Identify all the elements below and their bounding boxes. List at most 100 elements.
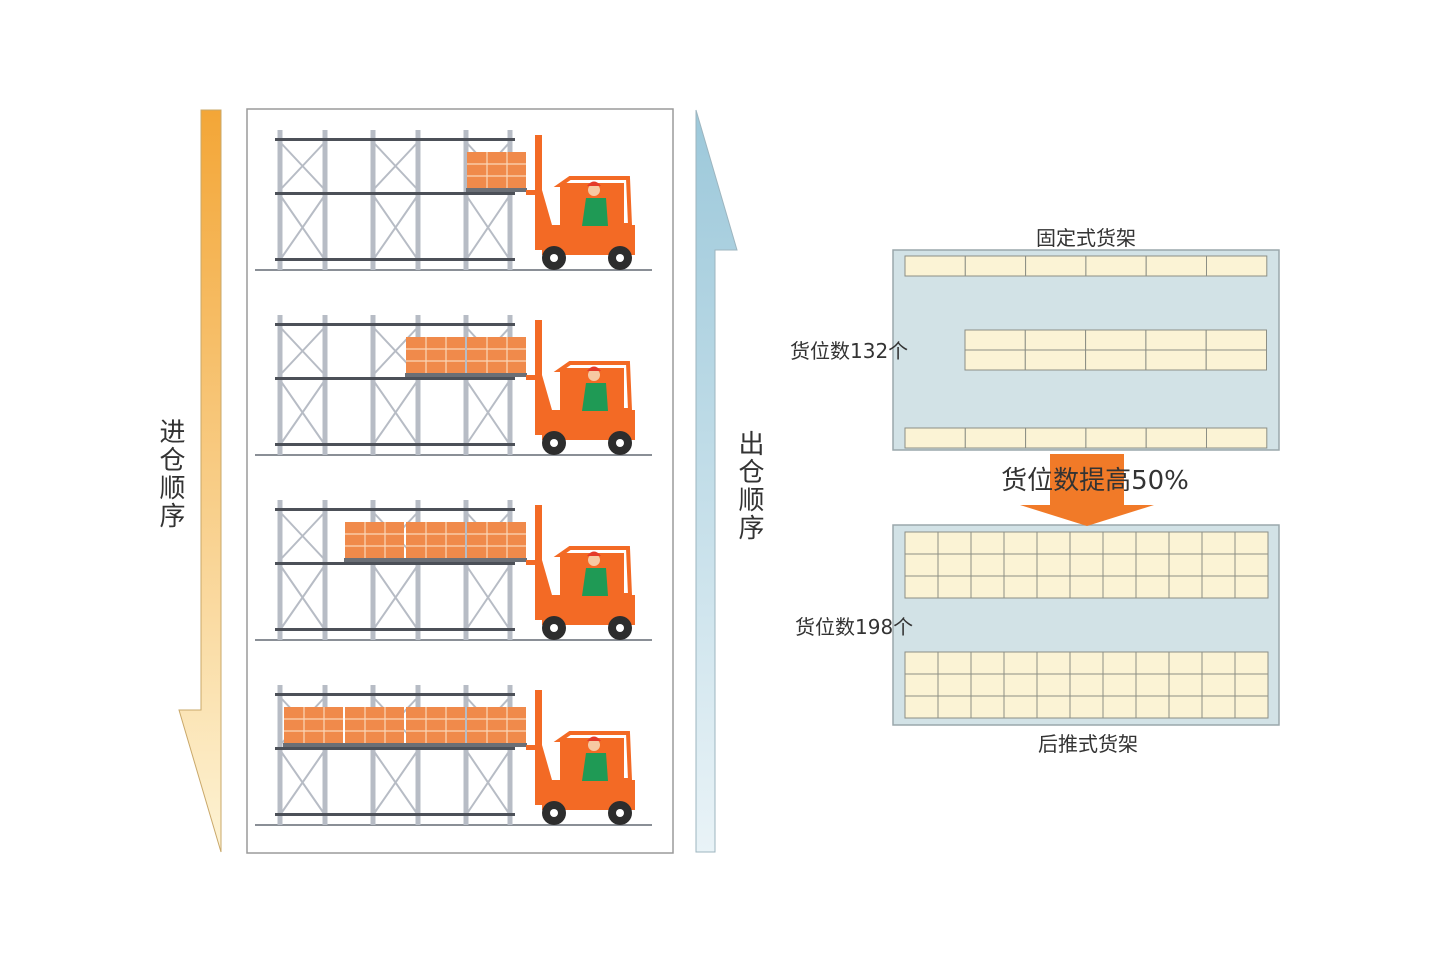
forklift-mast (535, 135, 542, 250)
pallet-base (405, 743, 466, 747)
rack-cell (1003, 651, 1038, 675)
cargo-pallet (405, 522, 466, 562)
increase-label: 货位数提高50% (1001, 466, 1189, 496)
rack-beam (275, 693, 515, 696)
driver-helmet (587, 551, 601, 556)
rack-beam (275, 508, 515, 511)
pallet-base (344, 558, 405, 562)
rack-post (415, 500, 421, 640)
rack-cell (964, 349, 1026, 371)
rack-cell (1168, 651, 1203, 675)
increase-arrow (1020, 454, 1154, 526)
rack-cell (970, 695, 1005, 719)
pallet-base (405, 558, 466, 562)
rack-cell (1145, 255, 1207, 277)
pallet-base (405, 373, 466, 377)
rack-cell (1036, 651, 1071, 675)
forklift-mast (535, 505, 542, 620)
cargo-pallet (466, 152, 527, 192)
rack-cell (970, 553, 1005, 577)
rack-cell (1069, 575, 1104, 599)
rack-cell (964, 255, 1027, 277)
rack-post (277, 685, 283, 825)
rack-beam (275, 258, 515, 261)
rack-cell (1085, 349, 1147, 371)
rack-bracing (372, 141, 419, 261)
rack-post (415, 685, 421, 825)
rack-cell (1003, 673, 1038, 697)
rack-cell (1024, 349, 1087, 371)
rack-cell (1036, 673, 1071, 697)
rack-post (322, 500, 328, 640)
forklift-fork (526, 190, 538, 195)
rack-cell (1069, 553, 1104, 577)
rack-post (463, 500, 469, 640)
rack-post (370, 315, 376, 455)
cargo-box (406, 522, 465, 558)
rack-post (463, 130, 469, 270)
rack-post (370, 685, 376, 825)
rack-cell (1036, 553, 1071, 577)
rack-cell (1205, 349, 1267, 371)
rack-bracing (279, 141, 326, 261)
forklift (526, 505, 635, 640)
rack-cell (904, 575, 939, 599)
rack-cell (1135, 553, 1170, 577)
rack-cell (1168, 575, 1203, 599)
front-wheel-hub (550, 624, 558, 632)
front-wheel-hub (550, 809, 558, 817)
rack-beam (275, 747, 515, 750)
rack-cell (1102, 673, 1137, 697)
rack-cell (1168, 531, 1203, 555)
rack-cell (970, 673, 1005, 697)
rear-wheel-hub (616, 254, 624, 262)
rack-cell (1069, 695, 1104, 719)
rack-cell (904, 531, 939, 555)
rack-post (463, 685, 469, 825)
rack-cell (1145, 349, 1207, 371)
pushback-rack-title: 后推式货架 (1038, 732, 1138, 756)
fixed-rack-row-middle (964, 329, 1267, 371)
stage-3 (255, 500, 652, 641)
cargo-box (467, 707, 526, 743)
driver-body (582, 383, 608, 411)
rack-cell (1234, 531, 1269, 555)
outbound-order-label: 出仓顺序 (734, 430, 764, 542)
cargo-box (345, 522, 404, 558)
rack-cell (1102, 531, 1137, 555)
rack-cell (1069, 673, 1104, 697)
rack-cell (1003, 531, 1038, 555)
cargo-box (406, 707, 465, 743)
fixed-rack-count: 货位数132个 (790, 339, 908, 363)
pallet-base (466, 743, 527, 747)
pallet-base (466, 373, 527, 377)
pallet-base (466, 558, 527, 562)
rack-cell (1085, 255, 1147, 277)
cargo-pallet (405, 707, 466, 747)
driver-head (588, 739, 600, 751)
outbound-order-arrow (695, 109, 738, 853)
forklift-mast (535, 320, 542, 435)
rack-cell (1036, 531, 1071, 555)
rack-beam (275, 443, 515, 446)
rack-cell (1102, 651, 1137, 675)
rack-post (370, 500, 376, 640)
cargo-box (467, 522, 526, 558)
driver-head (588, 554, 600, 566)
cargo-box (284, 707, 343, 743)
forklift-cage (553, 176, 633, 227)
rack-cell (1168, 695, 1203, 719)
rack-cell (937, 575, 972, 599)
inbound-order-arrow (178, 109, 222, 853)
forklift (526, 135, 635, 270)
inbound-order-label: 进仓顺序 (155, 418, 185, 530)
front-wheel-hub (550, 254, 558, 262)
rack-post (507, 500, 513, 640)
rack-beam (275, 562, 515, 565)
forklift-cage (553, 546, 633, 597)
rack-cell (1003, 695, 1038, 719)
rack-cell (1024, 329, 1087, 351)
rack-cell (1135, 673, 1170, 697)
rack-cell (970, 575, 1005, 599)
